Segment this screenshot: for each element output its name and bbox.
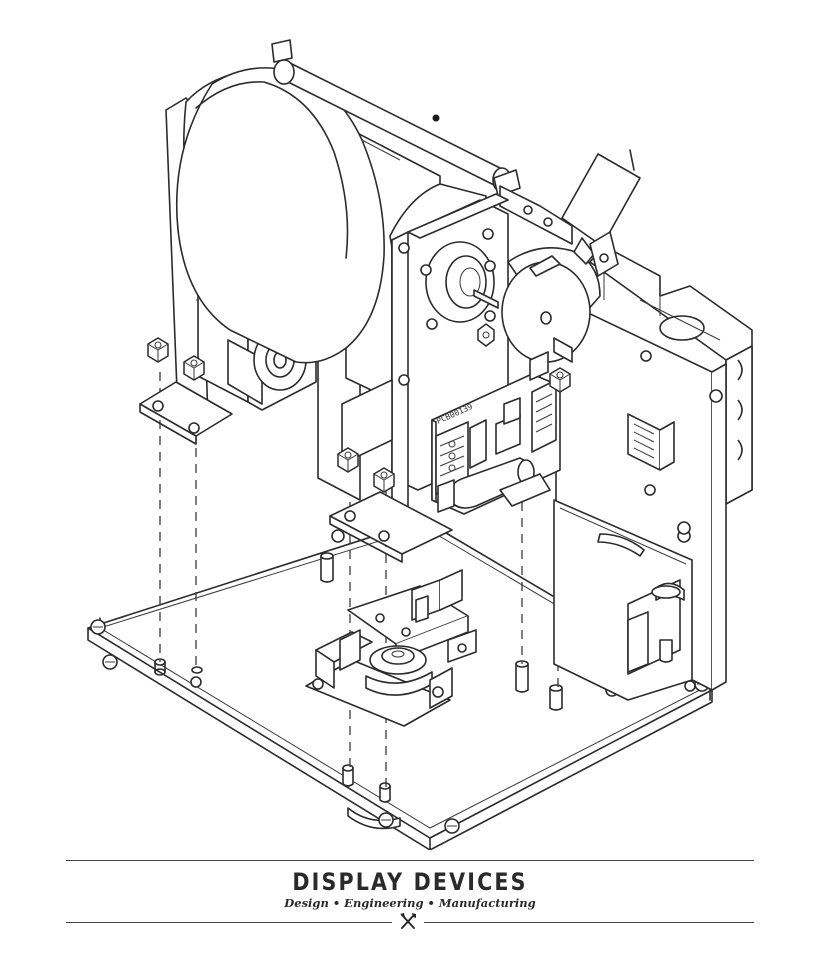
- hex-nut-icon: [549, 367, 571, 393]
- brand-footer: DISPLAY DEVICES Design • Engineering • M…: [0, 850, 820, 968]
- footer-rule-bottom-left: [66, 922, 392, 923]
- screw-icon: [378, 812, 394, 828]
- hex-nut-icon: [477, 323, 495, 347]
- hex-nut-icon: [373, 467, 395, 493]
- screw-icon: [90, 619, 106, 635]
- angled-bracket: [561, 149, 641, 277]
- hex-nut-icon: [337, 447, 359, 473]
- footer-rule-top: [66, 860, 754, 861]
- brand-tagline: Design • Engineering • Manufacturing: [284, 896, 536, 910]
- standoffs: [154, 552, 563, 803]
- exploded-assembly-drawing: PCB00139: [87, 39, 753, 850]
- hex-nut-icon: [147, 337, 169, 363]
- screw-icon: [444, 818, 460, 834]
- mount-block: [329, 379, 453, 563]
- pulley-wheel: [501, 237, 601, 363]
- crossed-tools-icon: [400, 913, 416, 929]
- control-pcb: PCB00139: [431, 351, 561, 515]
- footer-rule-bottom-right: [424, 922, 754, 923]
- battery-tray: [553, 499, 693, 701]
- brand-name: DISPLAY DEVICES: [292, 868, 528, 896]
- switch-bracket-assembly: [305, 529, 477, 727]
- screw-icon: [102, 654, 118, 670]
- tension-rod: [271, 39, 573, 245]
- hex-nuts: [147, 337, 571, 493]
- hex-nut-icon: [183, 355, 205, 381]
- screw-icon: [190, 676, 202, 688]
